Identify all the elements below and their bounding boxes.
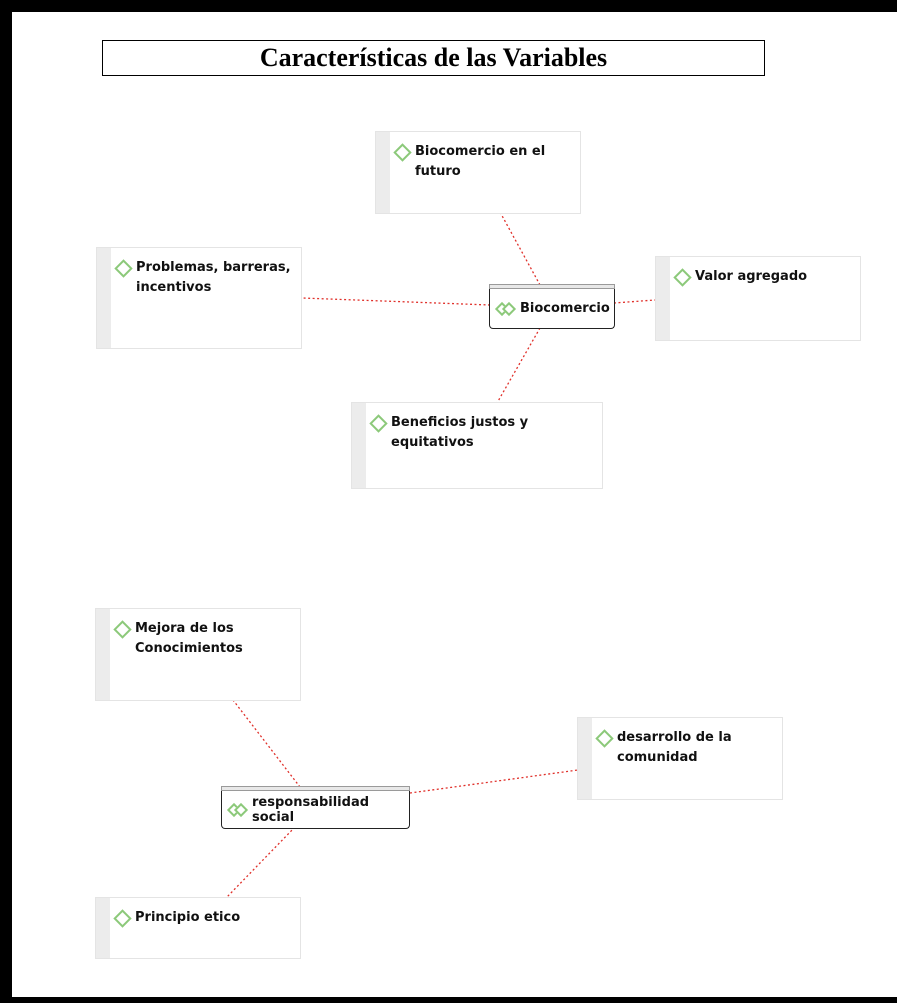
node-head: Mejora de los Conocimientos [113, 619, 294, 659]
link-responsabilidad-principio [226, 826, 296, 898]
group-label: Biocomercio [520, 301, 610, 316]
node-problemas-barreras-incentivos[interactable]: Problemas, barreras, incentivos [96, 247, 302, 349]
node-label: Mejora de los Conocimientos [135, 621, 243, 656]
node-mejora-de-los-conocimientos[interactable]: Mejora de los Conocimientos [95, 608, 301, 701]
node-label: Beneficios justos y equitativos [391, 415, 529, 450]
diamond-icon [113, 909, 132, 928]
node-desarrollo-de-la-comunidad[interactable]: desarrollo de la comunidad [577, 717, 783, 800]
group-biocomercio[interactable]: Biocomercio [489, 284, 615, 329]
group-body: Biocomercio [489, 289, 615, 329]
link-biocomercio-beneficios [496, 327, 541, 404]
node-label: Problemas, barreras, incentivos [136, 260, 291, 295]
node-beneficios-justos-y-equitativos[interactable]: Beneficios justos y equitativos [351, 402, 603, 489]
node-head: Problemas, barreras, incentivos [114, 258, 295, 298]
node-label: Valor agregado [695, 269, 808, 284]
double-diamond-icon [494, 301, 518, 317]
node-biocomercio-en-el-futuro[interactable]: Biocomercio en el futuro [375, 131, 581, 214]
link-biocomercio-valor [613, 299, 656, 304]
node-label: desarrollo de la comunidad [617, 730, 732, 765]
group-responsabilidad-social[interactable]: responsabilidad social [221, 786, 410, 829]
diamond-icon [393, 143, 412, 162]
link-responsabilidad-desarrollo [409, 769, 579, 794]
link-biocomercio-problemas [301, 297, 491, 306]
node-bar [376, 132, 390, 213]
link-biocomercio-futuro [499, 211, 541, 286]
node-principio-etico[interactable]: Principio etico [95, 897, 301, 959]
node-bar [656, 257, 670, 340]
link-responsabilidad-mejora [232, 699, 301, 788]
node-head: Biocomercio en el futuro [393, 142, 574, 182]
group-body: responsabilidad social [221, 791, 410, 829]
node-bar [352, 403, 366, 488]
diamond-icon [369, 414, 388, 433]
node-label: Biocomercio en el futuro [415, 144, 546, 179]
diamond-icon [114, 259, 133, 278]
group-tab [221, 786, 410, 791]
title-box: Características de las Variables [102, 40, 765, 76]
double-diamond-icon [226, 802, 250, 818]
node-head: desarrollo de la comunidad [595, 728, 776, 768]
node-head: Principio etico [113, 908, 294, 928]
group-label: responsabilidad social [252, 794, 370, 825]
diamond-icon [113, 620, 132, 639]
diamond-icon [595, 729, 614, 748]
group-tab [489, 284, 615, 289]
node-bar [97, 248, 111, 348]
node-label: Principio etico [135, 910, 241, 925]
node-bar [96, 609, 110, 700]
node-head: Beneficios justos y equitativos [369, 413, 596, 453]
node-head: Valor agregado [673, 267, 854, 287]
diagram-title: Características de las Variables [259, 43, 608, 72]
node-bar [96, 898, 110, 958]
node-bar [578, 718, 592, 799]
node-valor-agregado[interactable]: Valor agregado [655, 256, 861, 341]
diamond-icon [673, 268, 692, 287]
